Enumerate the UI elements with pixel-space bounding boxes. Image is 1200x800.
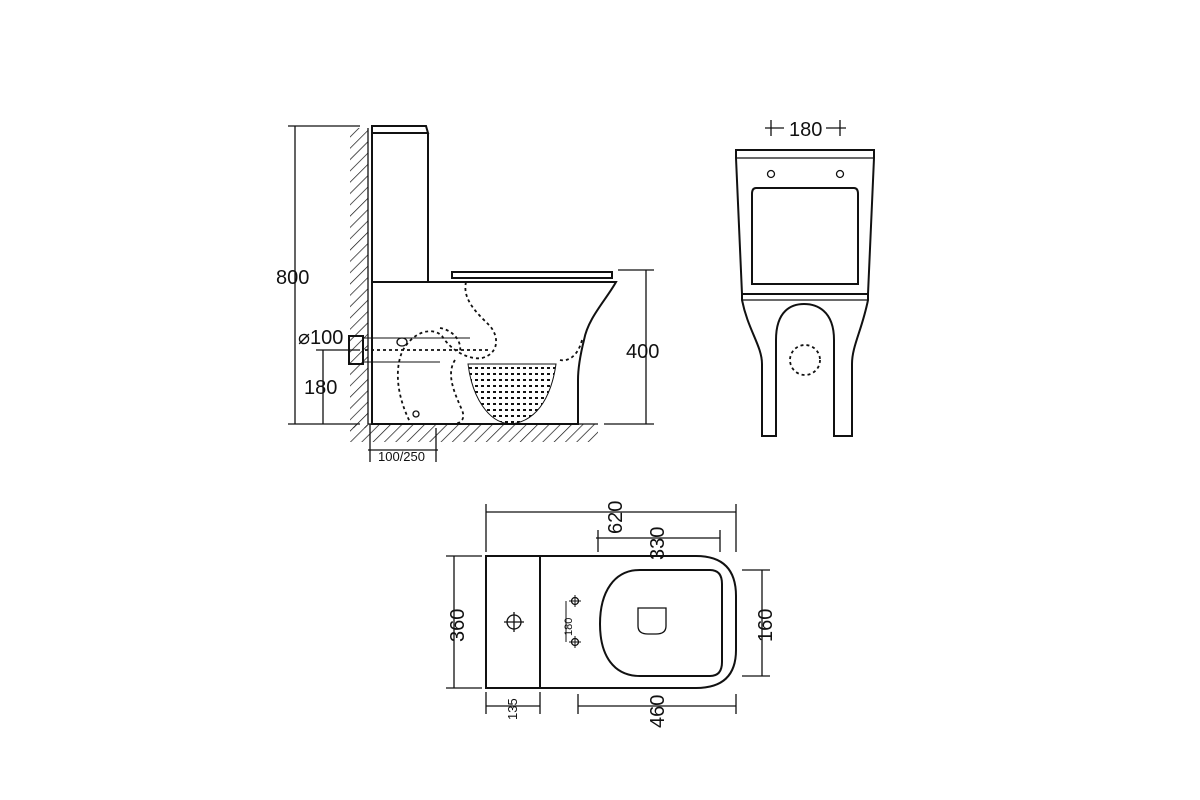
flush-button-icon: [504, 612, 524, 632]
dim-800-label: 800: [276, 267, 309, 289]
tank-side: [371, 125, 430, 283]
bowl-body-side: [371, 281, 618, 425]
dim-roughin-label: 100/250: [378, 449, 425, 464]
dim-180-label: 180: [304, 377, 337, 399]
seat-outline-top: [598, 569, 723, 677]
lid-cutout: [637, 607, 667, 635]
tank-front: [735, 149, 875, 295]
dim-330-label: 330: [647, 527, 669, 560]
dim-400-label: 400: [626, 341, 659, 363]
dimension-width: 360: [446, 555, 482, 689]
pedestal-front: [741, 293, 869, 437]
outlet-circle: [789, 344, 821, 376]
dimension-roughin: 100/250: [368, 424, 438, 464]
dimension-height-total: 800: [276, 125, 360, 425]
dim-pipe-diameter-label: ⌀100: [298, 327, 343, 349]
dim-360-label: 360: [447, 609, 469, 642]
dim-460-label: 460: [647, 695, 669, 728]
seat-holes: 180: [563, 595, 581, 648]
side-view: 800 180 ⌀100 400 100/250: [276, 125, 659, 464]
dim-top-180-label: 180: [563, 618, 575, 636]
front-view: 180: [735, 119, 875, 437]
outlet-pipe: [348, 335, 490, 418]
dimension-tank-depth: 135: [485, 692, 541, 720]
dimension-pan-length: 460: [577, 694, 737, 728]
seat-lid-side: [451, 271, 613, 279]
dimension-outlet-height: 180: [304, 349, 360, 424]
dim-620-label: 620: [605, 501, 627, 534]
wall-hatch: [350, 128, 368, 428]
trapway-hidden: [396, 281, 497, 423]
dim-135-label: 135: [505, 698, 520, 720]
dimension-hole-spacing-front: 180: [765, 119, 846, 141]
dimension-bowl-length: 330: [596, 527, 721, 560]
dimension-seat-width: 160: [742, 569, 777, 677]
floor-hatch: [350, 424, 598, 442]
dimension-total-length: 620: [485, 501, 737, 552]
body-outline-top: [485, 555, 737, 689]
dim-front-180-label: 180: [789, 119, 822, 141]
dim-160-label: 160: [755, 609, 777, 642]
dimension-seat-height: 400: [604, 269, 659, 425]
top-view: 180 620 330 360 160: [446, 501, 777, 728]
water-surface: [467, 363, 557, 425]
